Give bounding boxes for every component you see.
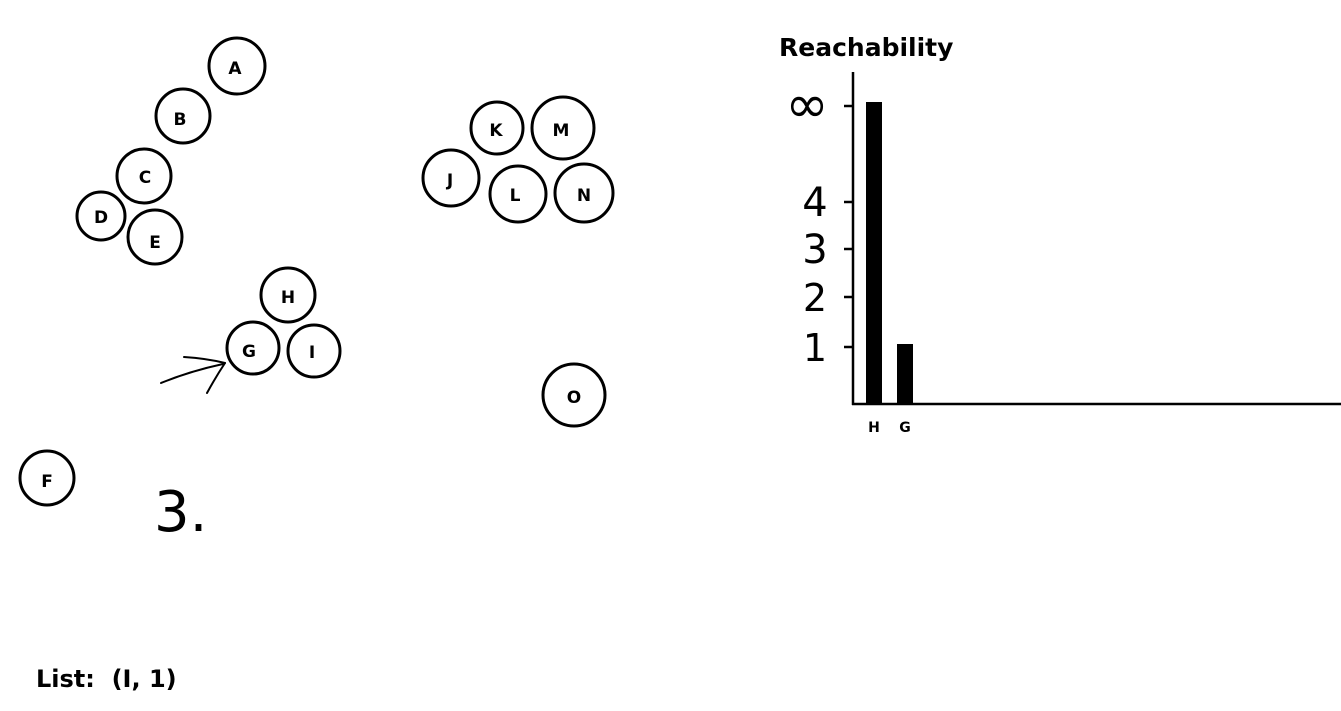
node-label: C [139,168,151,188]
y-ticks [844,104,853,349]
node-label: I [309,343,315,363]
node-label: H [281,288,295,308]
node-label: F [41,472,53,492]
bar-g [897,344,913,404]
arrow-icon [160,356,226,394]
node-a-circle [207,36,267,96]
node-label: G [242,342,256,362]
node-h-circle [259,266,317,324]
bars [866,102,913,404]
node-labels-group: A B C D E F G H I J K L M N O [41,59,591,492]
node-label: K [489,121,503,141]
node-g-circle [225,320,281,376]
node-e-circle [126,208,184,266]
node-i-circle [286,323,342,379]
node-label: O [567,388,581,408]
bar-h [866,102,882,404]
node-o-circle [541,362,607,428]
list-text: List: (I, 1) [36,665,177,693]
y-tick-label: 4 [802,180,827,226]
y-tick-labels: 1 234 ∞ [785,75,828,370]
node-label: L [510,186,521,206]
node-c-circle [115,147,173,205]
node-k-circle [469,100,525,156]
nodes-group [18,36,615,507]
node-n-circle [553,162,615,224]
node-f-circle [18,449,76,507]
node-label: A [228,59,242,79]
x-tick-label: H [868,420,880,436]
node-label: E [149,233,161,253]
x-tick-label: G [899,420,911,436]
y-tick-label: 1 [803,326,827,370]
node-label: M [553,121,570,141]
chart-axes [851,72,1341,406]
node-m-circle [530,95,596,161]
node-b-circle [154,87,212,145]
node-l-circle [488,164,548,224]
node-label: N [577,186,591,206]
node-label: D [94,208,108,228]
node-d-circle [75,190,127,242]
y-tick-label: ∞ [785,75,828,135]
y-tick-label: 2 [803,276,827,320]
node-label: J [446,171,453,191]
chart-title: Reachability [779,33,953,62]
node-label: B [174,110,187,130]
y-tick-label: 3 [802,227,827,273]
step-label: 3. [154,480,207,545]
node-j-circle [421,148,481,208]
